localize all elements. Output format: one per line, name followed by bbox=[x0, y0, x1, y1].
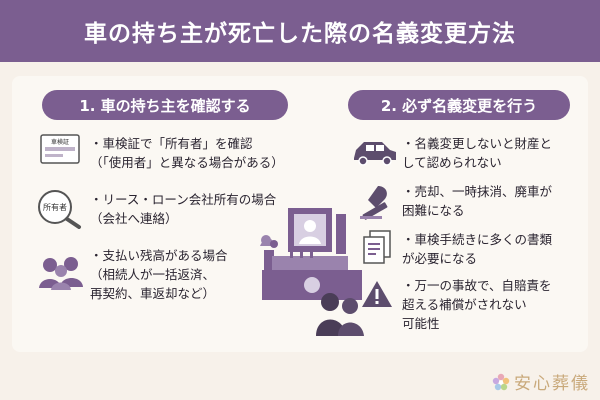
right-item-4-line-3: 可能性 bbox=[402, 316, 440, 331]
left-item-3: ・支払い残高がある場合 （相続人が一括返済、 再契約、車返却など） bbox=[90, 246, 228, 303]
left-item-3-line-2: （相続人が一括返済、 bbox=[90, 267, 216, 282]
right-item-3-line-2: が必要になる bbox=[402, 251, 478, 266]
stamp-icon bbox=[360, 186, 388, 220]
right-item-4-line-2: 超える補償がされない bbox=[402, 297, 527, 312]
right-item-2-line-2: 困難になる bbox=[402, 203, 465, 218]
left-item-3-line-3: 再契約、車返却など） bbox=[90, 286, 216, 301]
right-item-2-line-1: ・売却、一時抹消、廃車が bbox=[402, 184, 553, 199]
brand-name: 安心葬儀 bbox=[514, 374, 590, 394]
people-icon bbox=[39, 257, 83, 290]
warning-icon bbox=[362, 281, 392, 307]
right-item-1-line-2: して認められない bbox=[402, 155, 502, 170]
svg-text:車検証: 車検証 bbox=[51, 138, 69, 146]
right-item-4: ・万一の事故で、自賠責を 超える補償がされない 可能性 bbox=[402, 276, 552, 333]
svg-text:所有者: 所有者 bbox=[43, 202, 67, 212]
documents-icon bbox=[363, 230, 391, 264]
magnifier-owner-icon: 所有者 bbox=[38, 190, 81, 229]
right-item-3-line-1: ・車検手続きに多くの書類 bbox=[402, 232, 553, 247]
brand-logo: 安心葬儀 bbox=[492, 369, 590, 394]
right-item-1-line-1: ・名義変更しないと財産と bbox=[402, 136, 553, 151]
page-title: 車の持ち主が死亡した際の名義変更方法 bbox=[0, 0, 600, 62]
left-item-2: ・リース・ローン会社所有の場合 （会社へ連絡） bbox=[90, 190, 276, 228]
right-item-1: ・名義変更しないと財産と して認められない bbox=[402, 134, 552, 172]
left-section-heading: 1. 車の持ち主を確認する bbox=[42, 90, 288, 120]
left-item-2-line-2: （会社へ連絡） bbox=[90, 211, 178, 226]
left-item-1: ・車検証で「所有者」を確認 （「使用者」と異なる場合がある） bbox=[90, 134, 284, 172]
car-icon bbox=[354, 142, 396, 166]
right-item-3: ・車検手続きに多くの書類 が必要になる bbox=[402, 230, 552, 268]
flower-icon bbox=[492, 373, 510, 390]
left-item-2-line-1: ・リース・ローン会社所有の場合 bbox=[90, 192, 277, 207]
right-section-heading: 2. 必ず名義変更を行う bbox=[348, 90, 570, 120]
left-item-3-line-1: ・支払い残高がある場合 bbox=[90, 248, 228, 263]
content-card: 1. 車の持ち主を確認する 2. 必ず名義変更を行う 車検証 所有者 ・車検証で… bbox=[12, 76, 588, 352]
right-item-4-line-1: ・万一の事故で、自賠責を bbox=[402, 278, 552, 293]
left-item-1-line-1: ・車検証で「所有者」を確認 bbox=[90, 136, 253, 151]
right-item-2: ・売却、一時抹消、廃車が 困難になる bbox=[402, 182, 552, 220]
vehicle-inspection-certificate-icon: 車検証 bbox=[40, 134, 80, 164]
left-item-1-line-2: （「使用者」と異なる場合がある） bbox=[90, 155, 284, 170]
memorial-altar-illustration bbox=[260, 208, 364, 336]
